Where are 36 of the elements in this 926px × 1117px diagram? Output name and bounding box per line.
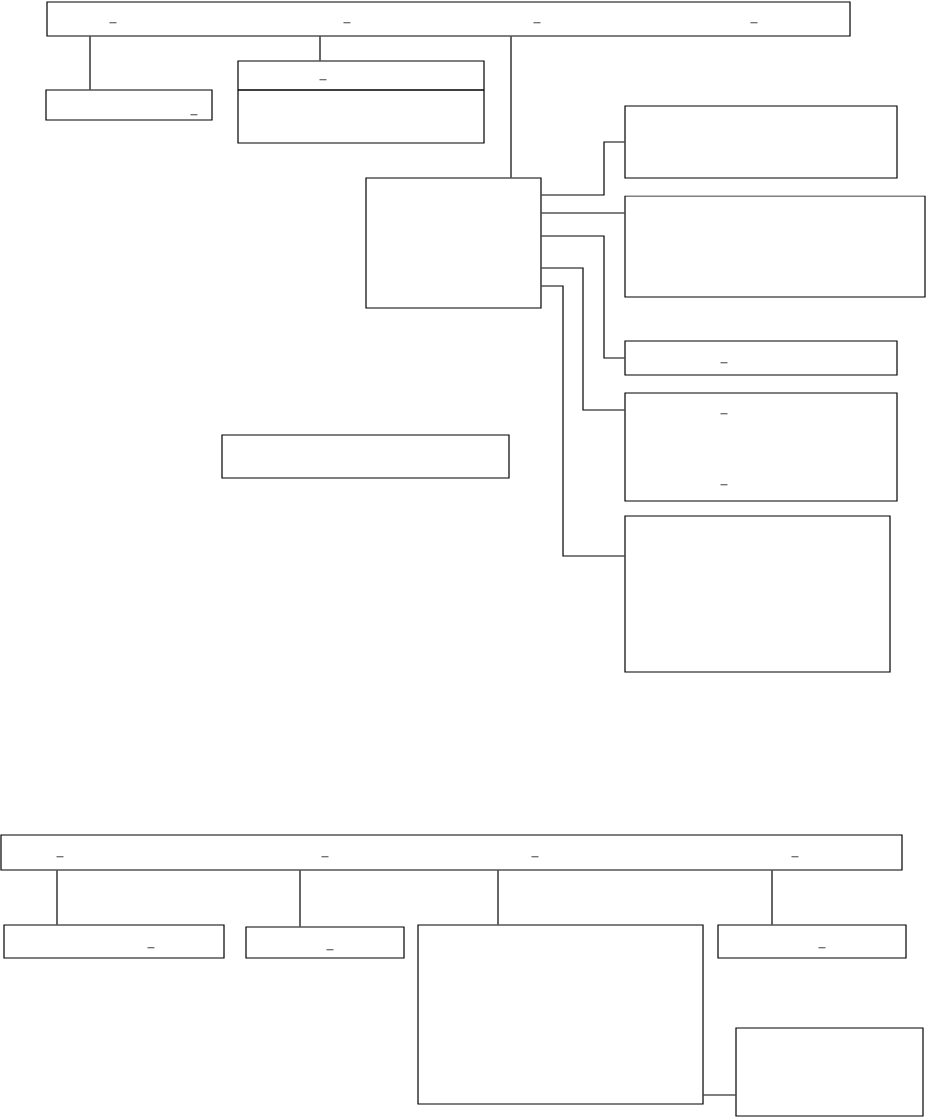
label-text: _ [147,947,155,949]
connector-line [541,212,625,214]
box [624,515,891,673]
label-text: _ [750,22,758,24]
label-text: _ [791,856,799,858]
box [735,1027,924,1117]
connector-line [541,285,625,557]
label-text: _ [326,949,334,951]
connector-line [541,235,625,359]
box [624,105,898,179]
box [365,177,542,309]
connector-line [771,870,773,925]
label-text: _ [720,484,728,486]
connector-line [299,870,301,927]
box [624,195,926,298]
label-text: _ [818,947,826,949]
box [221,434,510,479]
connector-line [703,1094,736,1096]
label-text: _ [56,856,64,858]
connector-line [541,141,625,196]
connector-line [89,36,91,90]
label-text: _ [319,79,327,81]
label-text: _ [533,22,541,24]
connector-line [497,870,499,925]
label-text: _ [531,856,539,858]
label-text: _ [720,413,728,415]
label-text: _ [321,856,329,858]
connector-line [319,36,321,61]
box [417,924,704,1105]
label-text: _ [720,362,728,364]
label-text: _ [343,22,351,24]
connector-line [56,870,58,925]
label-text: _ [109,22,117,24]
connector-line [541,267,625,411]
connector-line [510,36,512,178]
label-text: _ [190,114,198,116]
